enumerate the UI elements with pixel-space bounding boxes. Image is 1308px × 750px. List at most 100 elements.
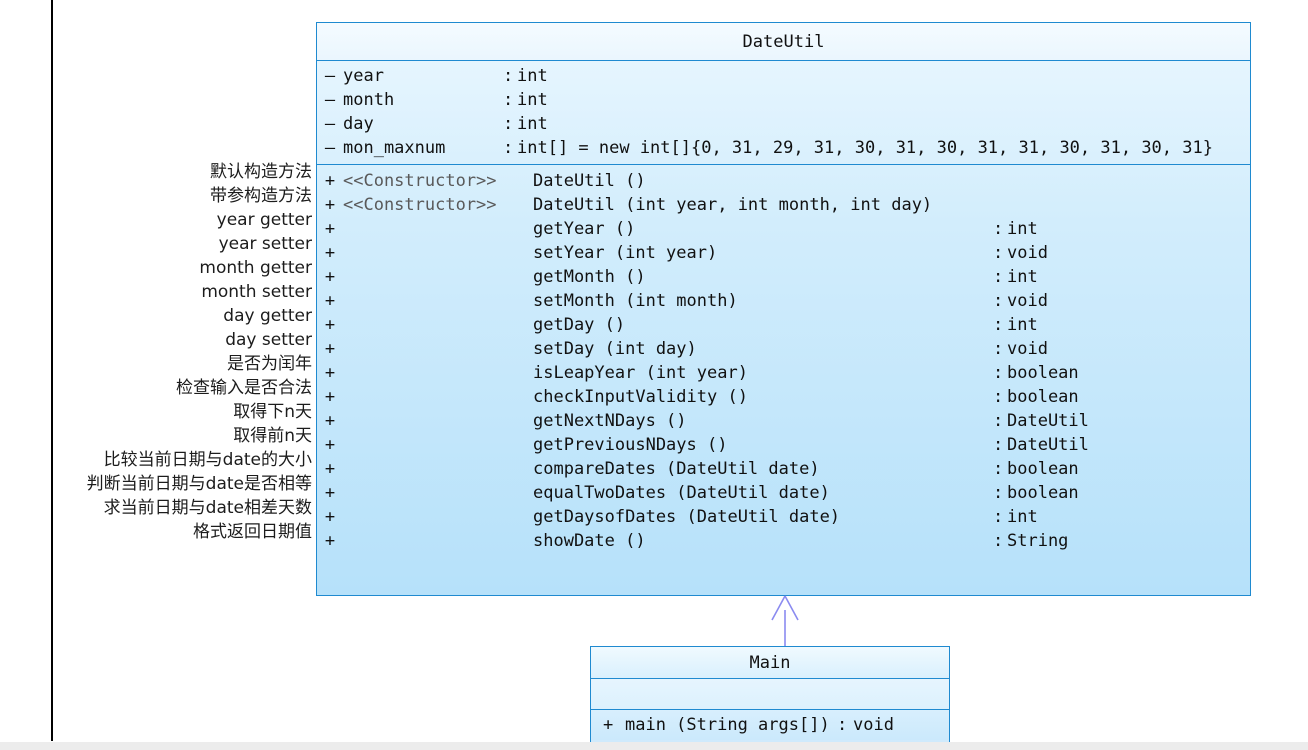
operation-signature: getDaysofDates (DateUtil date) [533,507,841,527]
visibility-marker: + [324,507,336,527]
operation-row: +equalTwoDates (DateUtil date):boolean [317,481,1250,505]
class-name-main: Main [591,647,949,679]
visibility-marker: + [324,483,336,503]
operation-signature: getNextNDays () [533,411,687,431]
type-separator: : [993,243,1004,263]
type-label: int[] = new int[]{0, 31, 29, 31, 30, 31,… [517,138,1213,158]
type-separator: : [837,715,848,735]
type-separator: : [993,459,1004,479]
operations-compartment-dateutil: +<<Constructor>>DateUtil ()+<<Constructo… [317,165,1250,557]
type-separator: : [993,387,1004,407]
operation-row: +<<Constructor>>DateUtil (int year, int … [317,193,1250,217]
operation-row: + setYear (int year):void [317,241,1250,265]
type-label: int [1007,267,1038,287]
type-label: boolean [1007,363,1079,383]
operation-row: +compareDates (DateUtil date):boolean [317,457,1250,481]
left-margin-rule [51,0,53,741]
attribute-row: –year:int [317,64,1250,88]
visibility-marker: + [324,411,336,431]
type-label: int [1007,219,1038,239]
type-separator: : [993,363,1004,383]
type-label: boolean [1007,387,1079,407]
operation-signature: DateUtil (int year, int month, int day) [533,195,933,215]
operation-signature: getYear () [533,219,636,239]
type-label: DateUtil [1007,435,1089,455]
attribute-name: year [343,66,384,86]
visibility-marker: + [324,531,336,551]
operation-row: +getNextNDays ():DateUtil [317,409,1250,433]
annotation-label: 判断当前日期与date是否相等 [86,474,312,494]
operations-compartment-main: +main (String args[]):void [591,710,949,740]
type-label: void [1007,339,1048,359]
operation-signature: getPreviousNDays () [533,435,728,455]
operation-row: + getPreviousNDays ():DateUtil [317,433,1250,457]
attributes-compartment-main [591,679,949,710]
operation-row: + checkInputValidity ():boolean [317,385,1250,409]
type-separator: : [993,531,1004,551]
type-label: void [1007,243,1048,263]
operation-signature: DateUtil () [533,171,646,191]
annotation-label: month setter [201,282,312,302]
operation-signature: showDate () [533,531,646,551]
type-separator: : [993,339,1004,359]
annotation-label: 检查输入是否合法 [176,378,312,398]
visibility-marker: – [324,138,336,158]
attribute-name: month [343,90,395,110]
visibility-marker: + [603,715,614,735]
operation-signature: getDay () [533,315,626,335]
operation-signature: getMonth () [533,267,646,287]
visibility-marker: + [324,387,336,407]
annotation-label: 带参构造方法 [210,186,312,206]
operation-row: + showDate ():String [317,529,1250,553]
type-separator: : [993,315,1004,335]
annotation-column: 默认构造方法带参构造方法 year getter year setter month … [0,160,316,544]
type-separator: : [993,267,1004,287]
visibility-marker: + [324,459,336,479]
attribute-row: –month:int [317,88,1250,112]
type-separator: : [993,435,1004,455]
attribute-name: day [343,114,374,134]
operation-signature: checkInputValidity () [533,387,748,407]
annotation-label: 格式返回日期值 [193,522,312,542]
operation-row: +setMonth (int month):void [317,289,1250,313]
visibility-marker: + [324,435,336,455]
page-bottom-strip [0,742,1308,750]
visibility-marker: + [324,243,336,263]
uml-class-main[interactable]: Main +main (String args[]):void [590,646,950,744]
annotation-label: 比较当前日期与date的大小 [103,450,312,470]
visibility-marker: – [324,90,336,110]
type-label: void [853,715,894,735]
operation-signature: setDay (int day) [533,339,697,359]
type-separator: : [503,90,514,110]
operation-row: +<<Constructor>>DateUtil () [317,169,1250,193]
annotation-label: 取得下n天 [233,402,312,422]
annotation-label: year setter [218,234,312,254]
annotation-label: day getter [223,306,312,326]
operation-signature: setYear (int year) [533,243,718,263]
type-separator: : [993,219,1004,239]
operation-row: +getDay ():int [317,313,1250,337]
visibility-marker: – [324,66,336,86]
annotation-label: day setter [225,330,312,350]
type-separator: : [993,411,1004,431]
uml-class-dateutil[interactable]: DateUtil –year:int–month:int–day:int–mon… [316,22,1251,596]
annotation-label: year getter [216,210,312,230]
visibility-marker: + [324,291,336,311]
operation-signature: setMonth (int month) [533,291,738,311]
visibility-marker: + [324,219,336,239]
annotation-label: 是否为闰年 [227,354,312,374]
visibility-marker: + [324,363,336,383]
type-label: void [1007,291,1048,311]
type-label: String [1007,531,1069,551]
type-label: int [517,114,548,134]
operation-row: +getDaysofDates (DateUtil date):int [317,505,1250,529]
attributes-compartment-dateutil: –year:int–month:int–day:int–mon_maxnum:i… [317,61,1250,165]
visibility-marker: – [324,114,336,134]
attribute-row: –day:int [317,112,1250,136]
visibility-marker: + [324,195,336,215]
annotation-label: 默认构造方法 [210,162,312,182]
operation-signature: equalTwoDates (DateUtil date) [533,483,830,503]
visibility-marker: + [324,171,336,191]
operation-row: +setDay (int day):void [317,337,1250,361]
